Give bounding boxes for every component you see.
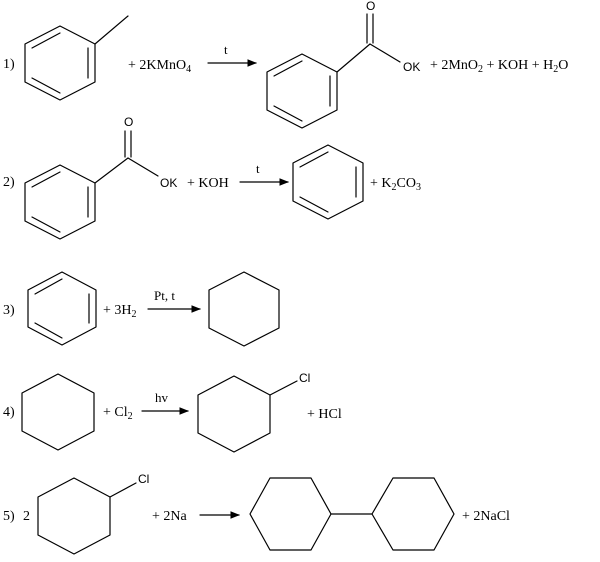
reaction-2-byproduct: + K2CO3: [370, 176, 421, 193]
reaction-1-condition: t: [224, 42, 228, 57]
reaction-5-byproduct: + 2NaCl: [462, 509, 510, 524]
reaction-4-reagent: + Cl2: [103, 405, 133, 422]
reaction-2: 2) O OK + KOH t + K2CO3: [3, 115, 421, 240]
cyclohexane-structure-2: [21, 373, 95, 451]
reaction-3-condition: Pt, t: [154, 288, 175, 303]
reaction-5: 5) 2 Cl + 2Na + 2NaCl: [3, 472, 510, 555]
carbonyl-oxygen-label-1: O: [366, 0, 375, 13]
reaction-5-number: 5): [3, 509, 15, 524]
reaction-3-arrow: Pt, t: [147, 288, 201, 313]
chlorine-label-1: Cl: [299, 371, 310, 385]
reaction-1-reagent: + 2KMnO4: [128, 58, 191, 75]
cyclohexane-structure-1: [208, 271, 280, 347]
reaction-1: 1) + 2KMnO4 t O OK + 2: [3, 0, 568, 129]
potassium-benzoate-structure-2: O OK: [24, 115, 177, 240]
potassium-benzoate-structure-1: O OK: [266, 0, 420, 129]
reaction-2-number: 2): [3, 175, 15, 190]
reaction-3-number: 3): [3, 303, 15, 318]
benzene-structure-1: [292, 144, 364, 220]
reaction-3: 3) + 3H2 Pt, t: [3, 271, 280, 347]
reaction-4: 4) + Cl2 hv Cl + HCl: [3, 371, 342, 453]
reaction-1-byproducts: + 2MnO2 + KOH + H2O: [430, 58, 568, 75]
chlorocyclohexane-structure-1: Cl: [197, 371, 310, 453]
chlorocyclohexane-structure-2: Cl: [37, 472, 149, 555]
carbonyl-oxygen-label-2: O: [124, 115, 133, 129]
carboxylate-label-2: OK: [160, 176, 177, 190]
bicyclohexyl-structure: [249, 477, 455, 551]
reaction-1-arrow: t: [207, 42, 257, 67]
benzene-structure-2: [27, 271, 97, 346]
reaction-5-reagent: + 2Na: [152, 509, 188, 524]
chlorine-label-2: Cl: [138, 472, 149, 486]
reaction-4-arrow: hv: [141, 390, 189, 415]
carboxylate-label-1: OK: [403, 60, 420, 74]
reaction-2-condition: t: [256, 161, 260, 176]
reaction-2-arrow: t: [239, 161, 289, 186]
reaction-5-coefficient: 2: [23, 509, 30, 524]
reaction-4-condition: hv: [155, 390, 169, 405]
reaction-4-byproduct: + HCl: [307, 407, 342, 422]
reaction-3-reagent: + 3H2: [103, 303, 137, 320]
reaction-2-reagent: + KOH: [187, 176, 229, 191]
reaction-4-number: 4): [3, 405, 15, 420]
toluene-structure: [24, 15, 129, 101]
reaction-1-number: 1): [3, 57, 15, 72]
